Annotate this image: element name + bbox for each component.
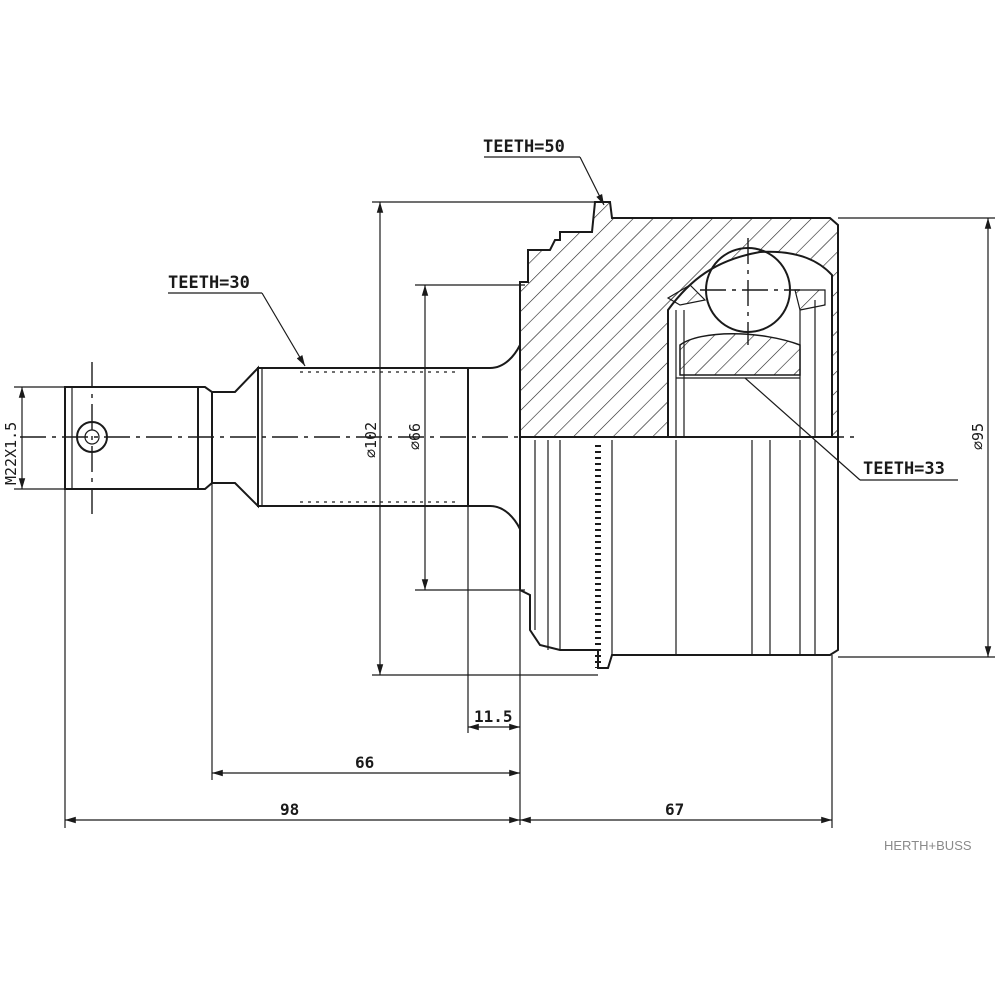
dim-bell-length-label: 67 [665, 800, 684, 819]
label-teeth-33: TEETH=33 [863, 459, 945, 479]
dim-dia-102-label: ⌀102 [362, 422, 380, 458]
label-teeth-30: TEETH=30 [168, 273, 250, 293]
dim-thread [14, 386, 65, 490]
dim-dia-102 [372, 201, 598, 676]
dim-dia-95-label: ⌀95 [969, 423, 987, 450]
leader-teeth-50 [484, 156, 605, 206]
dim-dia-66 [415, 284, 525, 591]
dim-total-left-label: 98 [280, 800, 299, 819]
dim-total-left [64, 489, 520, 828]
leader-teeth-33 [744, 377, 958, 481]
dim-shaft-length [211, 483, 521, 825]
label-teeth-50: TEETH=50 [483, 137, 565, 157]
leader-teeth-30 [168, 292, 306, 367]
dim-offset [467, 506, 521, 733]
dim-thread-label: M22X1.5 [2, 422, 20, 485]
dim-offset-label: 11.5 [474, 707, 513, 726]
bell-housing-outline [519, 437, 839, 669]
brand-logo: HERTH+BUSS [884, 838, 972, 853]
dim-bell-length [520, 655, 833, 828]
dim-dia-95 [838, 217, 995, 658]
dim-shaft-length-label: 66 [355, 753, 374, 772]
bell-housing-section [519, 201, 839, 438]
dim-dia-66-label: ⌀66 [406, 423, 424, 450]
